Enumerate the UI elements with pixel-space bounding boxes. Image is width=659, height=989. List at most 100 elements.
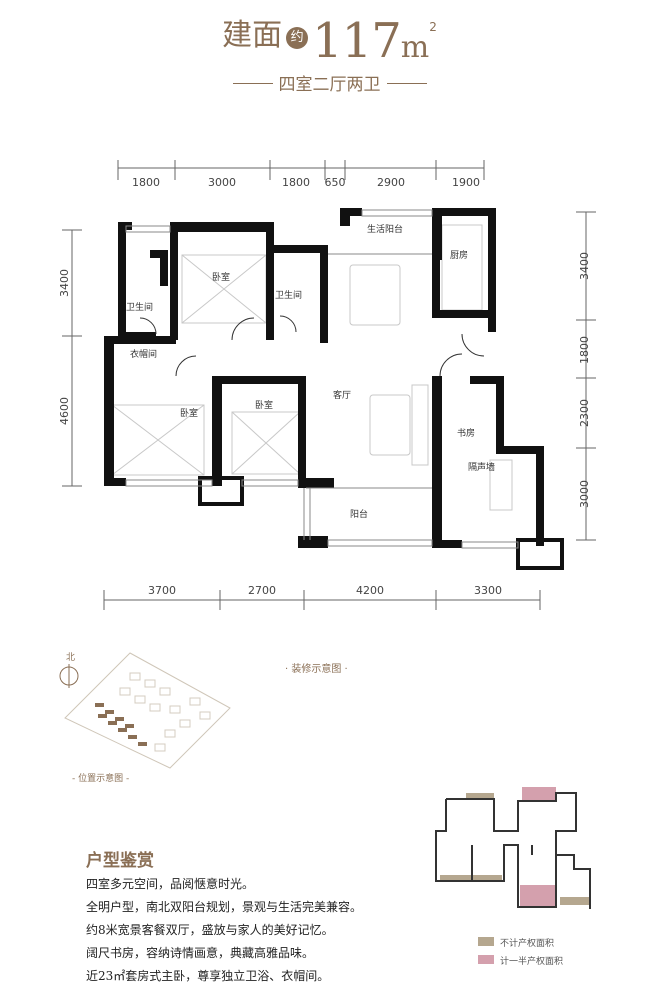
window xyxy=(125,225,171,233)
mini-not-counted-area xyxy=(560,897,590,905)
mini-half-counted-area xyxy=(520,885,556,907)
wall xyxy=(298,376,306,486)
sofa xyxy=(411,384,429,466)
layout-subtitle: 四室二厅两卫 xyxy=(0,70,659,95)
legend-swatch-not-counted xyxy=(478,937,494,946)
desc-line-4: 阔尺书房，容纳诗情画意，典藏高雅品味。 xyxy=(86,946,315,960)
site-caption: - 位置示意图 - xyxy=(72,774,130,784)
window xyxy=(461,541,519,549)
label-bedroom-master: 卧室 xyxy=(180,407,198,419)
wall xyxy=(298,536,328,548)
site-boundary xyxy=(64,652,231,769)
wall xyxy=(104,336,114,486)
wall xyxy=(222,376,306,384)
site-map xyxy=(64,652,231,769)
section-title: 户型鉴赏 xyxy=(86,851,154,871)
wall xyxy=(432,260,440,318)
wall xyxy=(298,478,334,488)
wall xyxy=(432,310,496,318)
wall xyxy=(198,476,244,506)
label-study: 书房 xyxy=(457,427,475,439)
room-labels: 生活阳台 厨房 卧室 卫生间 卫生间 衣帽间 卧室 卧室 客厅 书房 隔声墙 阳… xyxy=(126,223,495,520)
door-arc xyxy=(279,315,297,333)
wall xyxy=(212,376,222,486)
wall xyxy=(170,222,178,340)
site-buildings xyxy=(119,672,211,752)
area-superscript: 2 xyxy=(429,20,437,34)
door-arc xyxy=(461,333,485,357)
kitchen-counter xyxy=(441,224,483,311)
north-label: 北 xyxy=(66,653,76,663)
label-bath-left: 卫生间 xyxy=(126,301,153,313)
walls xyxy=(104,208,564,570)
floor-plan: 1800 3000 1800 650 2900 1900 3700 2700 4… xyxy=(58,160,596,610)
label-partition: 隔声墙 xyxy=(468,461,495,473)
windows xyxy=(125,209,519,549)
right-dim-3: 2300 xyxy=(578,399,591,427)
mini-walls xyxy=(435,792,591,909)
top-dim-2: 3000 xyxy=(208,176,236,189)
desc-line-1: 四室多元空间，品阅惬意时光。 xyxy=(86,877,255,891)
label-bedroom-mid: 卧室 xyxy=(255,399,273,411)
mini-floor-plan xyxy=(435,787,591,909)
wall xyxy=(432,540,462,548)
window xyxy=(327,539,433,547)
right-dim-1: 3400 xyxy=(578,252,591,280)
area-prefix: 建面 xyxy=(222,18,283,53)
wall xyxy=(150,250,168,258)
desc-line-5: 近23㎡套房式主卧，尊享独立卫浴、衣帽间。 xyxy=(86,969,330,983)
label-cloakroom: 衣帽间 xyxy=(130,348,157,360)
site-highlight xyxy=(95,703,147,746)
wall xyxy=(496,376,504,452)
label-kitchen: 厨房 xyxy=(450,249,468,261)
right-dim-4: 3000 xyxy=(578,480,591,508)
mini-half-counted-area xyxy=(522,787,556,801)
compass-icon xyxy=(59,664,79,688)
door-arc xyxy=(439,353,463,377)
wall xyxy=(266,222,274,340)
left-dim-2: 4600 xyxy=(58,397,71,425)
bed-top-diag xyxy=(181,254,267,324)
top-dim-3: 1800 xyxy=(282,176,310,189)
window xyxy=(125,479,213,487)
bottom-dimensions: 3700 2700 4200 3300 xyxy=(103,584,541,610)
bottom-dim-4: 3300 xyxy=(474,584,502,597)
legend-not-counted: 不计产权面积 xyxy=(500,939,555,949)
wall xyxy=(160,250,168,286)
wall xyxy=(470,376,500,384)
label-balcony-bottom: 阳台 xyxy=(350,508,368,520)
desc-line-2: 全明户型，南北双阳台规划，景观与生活完美兼容。 xyxy=(86,900,363,914)
wall xyxy=(432,208,496,216)
bottom-dim-3: 4200 xyxy=(356,584,384,597)
wall xyxy=(496,446,540,454)
wall xyxy=(170,222,274,232)
subtitle-dash-right xyxy=(386,83,427,84)
layout-text: 四室二厅两卫 xyxy=(278,75,381,95)
top-dim-4: 650 xyxy=(325,176,346,189)
wall xyxy=(340,208,350,226)
wall xyxy=(118,222,126,340)
desc-line-3: 约8米宽景客餐双厅，盛放与家人的美好记忆。 xyxy=(86,923,334,937)
wall xyxy=(104,336,176,344)
coffee-table xyxy=(369,394,411,456)
top-dimensions: 1800 3000 1800 650 2900 1900 xyxy=(117,160,485,189)
mini-not-counted-area xyxy=(466,793,494,799)
right-dimensions: 3400 1800 2300 3000 xyxy=(576,211,596,541)
right-dim-2: 1800 xyxy=(578,336,591,364)
label-balcony-top: 生活阳台 xyxy=(367,223,403,235)
door-arc xyxy=(231,317,255,341)
bottom-dim-1: 3700 xyxy=(148,584,176,597)
legend-swatch-half-counted xyxy=(478,955,494,964)
wall xyxy=(274,245,328,253)
top-dim-1: 1800 xyxy=(132,176,160,189)
dining-table xyxy=(349,264,401,326)
door-arc xyxy=(175,355,197,377)
wall xyxy=(320,253,328,343)
wall xyxy=(432,208,442,260)
area-number: 117 xyxy=(312,13,402,69)
top-dim-5: 2900 xyxy=(377,176,405,189)
bed-mid-diag xyxy=(231,411,301,475)
study-desk xyxy=(489,459,513,511)
